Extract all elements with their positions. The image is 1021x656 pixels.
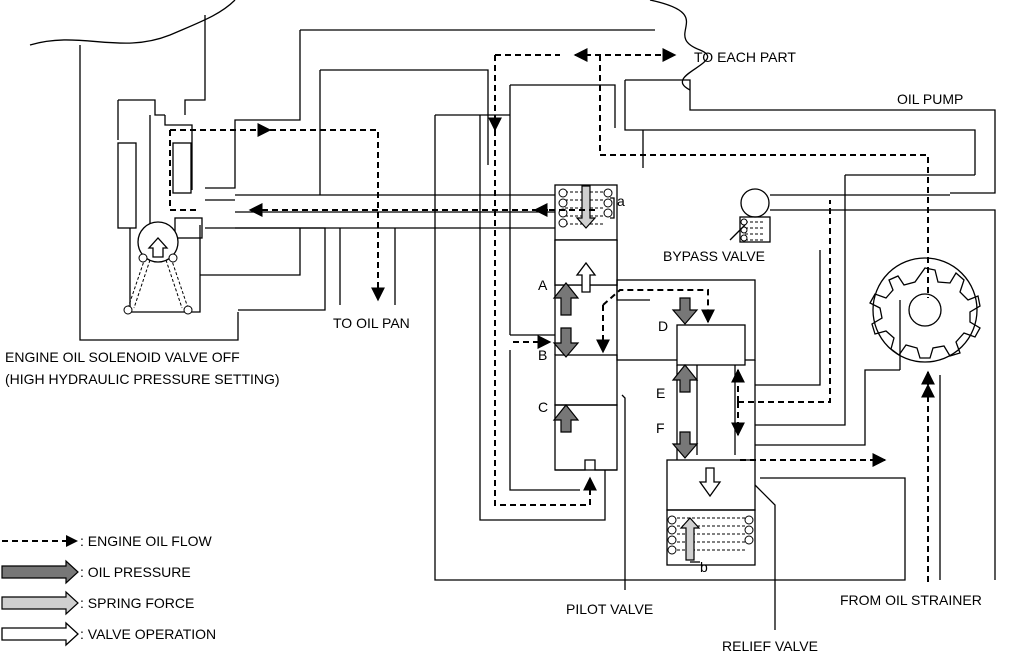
pilot-valve (509, 184, 650, 491)
label-relief-valve: RELIEF VALVE (722, 638, 818, 654)
oil-pressure-arrows (552, 282, 699, 459)
letter-b-upper: B (538, 347, 547, 363)
valve-operation-arrows (575, 261, 722, 498)
label-pilot-valve: PILOT VALVE (566, 601, 653, 617)
bypass-valve (729, 188, 771, 243)
letter-f-upper: F (656, 420, 665, 436)
engine-block-outline (29, 0, 236, 46)
leader-lines (621, 394, 776, 630)
letter-a-upper: A (538, 277, 548, 293)
solenoid-valve (79, 15, 239, 341)
legend-item-oil-pressure: : OIL PRESSURE (1, 559, 191, 585)
oil-pump-gear (869, 257, 981, 363)
legend-label: : SPRING FORCE (80, 595, 194, 611)
legend-label: : VALVE OPERATION (80, 626, 216, 642)
label-to-each-part: TO EACH PART (694, 49, 796, 65)
label-to-oil-pan: TO OIL PAN (333, 315, 410, 331)
oil-flow-lines (169, 48, 935, 582)
letter-d-upper: D (658, 318, 668, 334)
label-oil-pump: OIL PUMP (897, 91, 963, 107)
legend-label: : OIL PRESSURE (80, 564, 191, 580)
passage-walls (200, 29, 996, 581)
legend-label: : ENGINE OIL FLOW (80, 533, 213, 549)
letter-e-upper: E (656, 385, 665, 401)
legend-item-valve-operation: : VALVE OPERATION (1, 621, 216, 647)
letter-c-upper: C (538, 399, 548, 415)
legend: : ENGINE OIL FLOW : OIL PRESSURE : SPRIN… (1, 533, 216, 647)
label-solenoid-setting: (HIGH HYDRAULIC PRESSURE SETTING) (5, 371, 280, 387)
legend-item-engine-oil-flow: : ENGINE OIL FLOW (2, 533, 213, 549)
engine-block-outline-right (649, 0, 709, 91)
letter-a-lower: a (617, 193, 625, 209)
legend-item-spring-force: : SPRING FORCE (1, 590, 194, 616)
label-from-oil-strainer: FROM OIL STRAINER (840, 592, 982, 608)
label-solenoid-off: ENGINE OIL SOLENOID VALVE OFF (5, 349, 240, 365)
label-bypass-valve: BYPASS VALVE (663, 248, 765, 264)
letter-b-lower: b (700, 559, 708, 575)
